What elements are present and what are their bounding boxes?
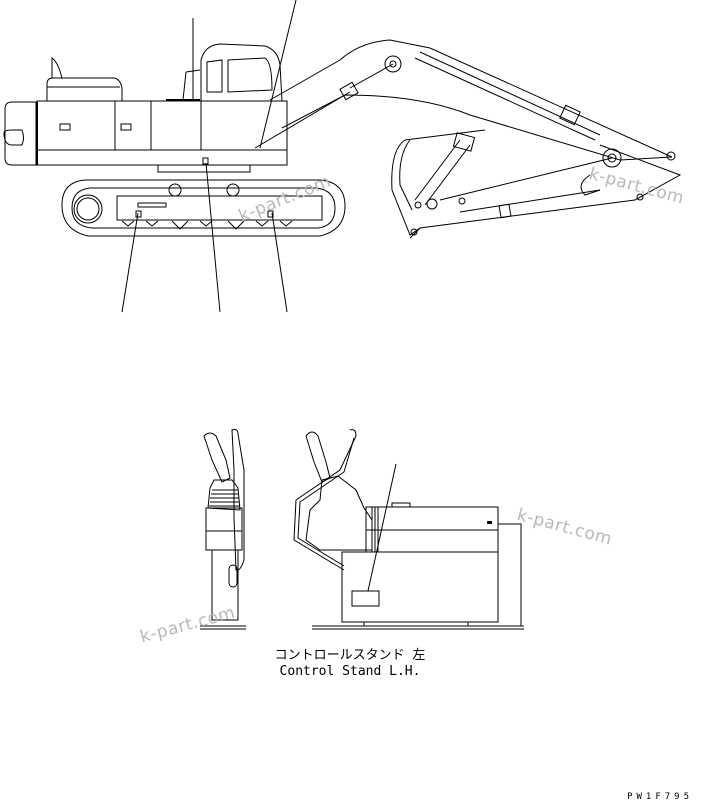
drawing-code: PW1F795 bbox=[627, 792, 693, 802]
decal-location bbox=[351, 590, 380, 607]
caption-english: Control Stand L.H. bbox=[279, 664, 421, 679]
leader-line-track-left bbox=[121, 212, 139, 313]
leader-line-track-right bbox=[271, 212, 288, 313]
leader-line-stand bbox=[367, 463, 397, 592]
leader-line-boom bbox=[259, 0, 297, 149]
caption-japanese: コントロールスタンド 左 bbox=[274, 648, 426, 663]
caption: コントロールスタンド 左 Control Stand L.H. bbox=[250, 648, 450, 680]
control-stand-side-view bbox=[293, 429, 524, 630]
excavator-view bbox=[3, 0, 682, 313]
control-stand-front-view bbox=[200, 429, 246, 630]
leader-line-frame bbox=[205, 162, 221, 313]
